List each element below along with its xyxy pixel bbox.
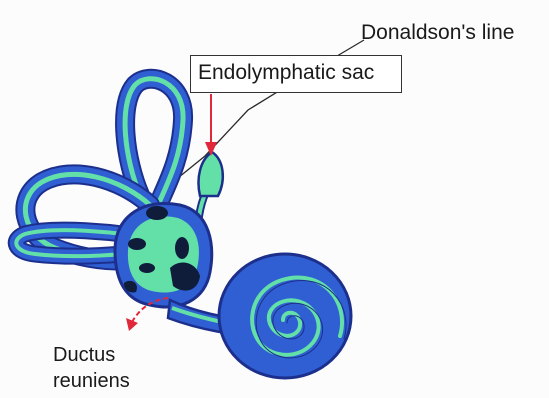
ductus-reuniens-label-line1: Ductus <box>53 344 115 367</box>
utricle-macula <box>146 206 168 220</box>
saccule-macula <box>175 237 189 259</box>
ductus-reuniens-label-line2: reuniens <box>53 370 130 393</box>
donaldsons-line-label: Donaldson's line <box>361 21 514 45</box>
crista-ampullaris <box>128 238 146 250</box>
cochlea <box>219 254 351 378</box>
endolymphatic-sac-arrow <box>205 94 217 156</box>
endolymphatic-sac-label: Endolymphatic sac <box>198 61 374 85</box>
vestibule <box>115 203 212 307</box>
